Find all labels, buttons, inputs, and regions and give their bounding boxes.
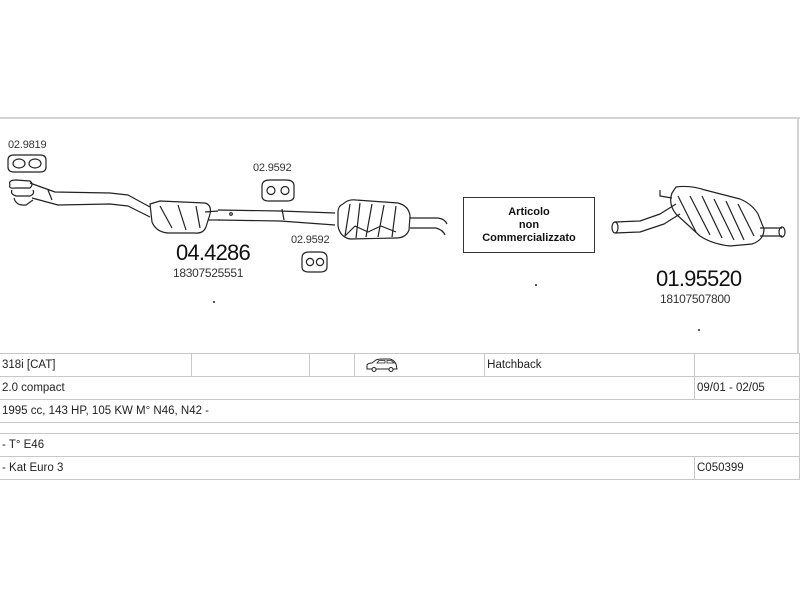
gasket-front-icon: [7, 154, 47, 173]
empty-cell: [309, 353, 356, 377]
spec-row: - Kat Euro 3 C050399: [0, 456, 800, 480]
middle-silencer-icon: [337, 199, 448, 240]
empty-cell: [191, 353, 311, 377]
spec-row: 1995 cc, 143 HP, 105 KW M° N46, N42 -: [0, 399, 800, 423]
vehicle-spec-table: 318i [CAT] Hatchback 2.0 compact 09/01 -…: [0, 353, 800, 480]
middle-pipe-icon: [217, 208, 336, 226]
marker-dot: [698, 329, 700, 331]
empty-cell: [0, 422, 800, 434]
rear-silencer-icon: [611, 185, 786, 247]
spec-row: 318i [CAT] Hatchback: [0, 353, 800, 377]
empty-cell: [694, 353, 800, 377]
model-cell: 318i [CAT]: [0, 353, 193, 377]
gasket-front-code: 02.9819: [8, 139, 47, 151]
years-cell: 09/01 - 02/05: [694, 376, 800, 400]
engine-cell: 1995 cc, 143 HP, 105 KW M° N46, N42 -: [0, 399, 800, 423]
car-icon-cell: [354, 353, 486, 377]
chassis-cell: - T° E46: [0, 433, 800, 457]
marker-dot: [535, 284, 537, 286]
exhaust-diagram: [7, 154, 786, 273]
code-cell: C050399: [694, 456, 800, 480]
notice-line-2: non: [518, 218, 540, 231]
front-pipe-icon: [9, 179, 220, 234]
rear-silencer-code: 01.95520: [656, 266, 742, 291]
hatchback-car-icon: [366, 358, 398, 372]
body-type-cell: Hatchback: [484, 353, 695, 377]
spec-row: 2.0 compact 09/01 - 02/05: [0, 376, 800, 400]
hanger-upper-code: 02.9592: [253, 162, 292, 174]
hanger-upper-icon: [261, 179, 295, 202]
spec-row: [0, 422, 800, 434]
frame-top-line: [0, 117, 800, 119]
notice-line-3: Commercializzato: [482, 231, 576, 244]
variant-cell: 2.0 compact: [0, 376, 695, 400]
marker-dot: [213, 301, 215, 303]
frame-right-line: [797, 117, 799, 353]
hanger-lower-icon: [301, 251, 328, 273]
notice-line-1: Articolo: [508, 205, 550, 218]
not-available-notice: Articolo non Commercializzato: [463, 197, 595, 253]
front-pipe-code: 04.4286: [176, 240, 251, 265]
front-pipe-oem: 18307525551: [173, 266, 244, 280]
spec-row: - T° E46: [0, 433, 800, 457]
emission-cell: - Kat Euro 3: [0, 456, 695, 480]
rear-silencer-oem: 18107507800: [660, 292, 731, 306]
hanger-lower-code: 02.9592: [291, 234, 330, 246]
